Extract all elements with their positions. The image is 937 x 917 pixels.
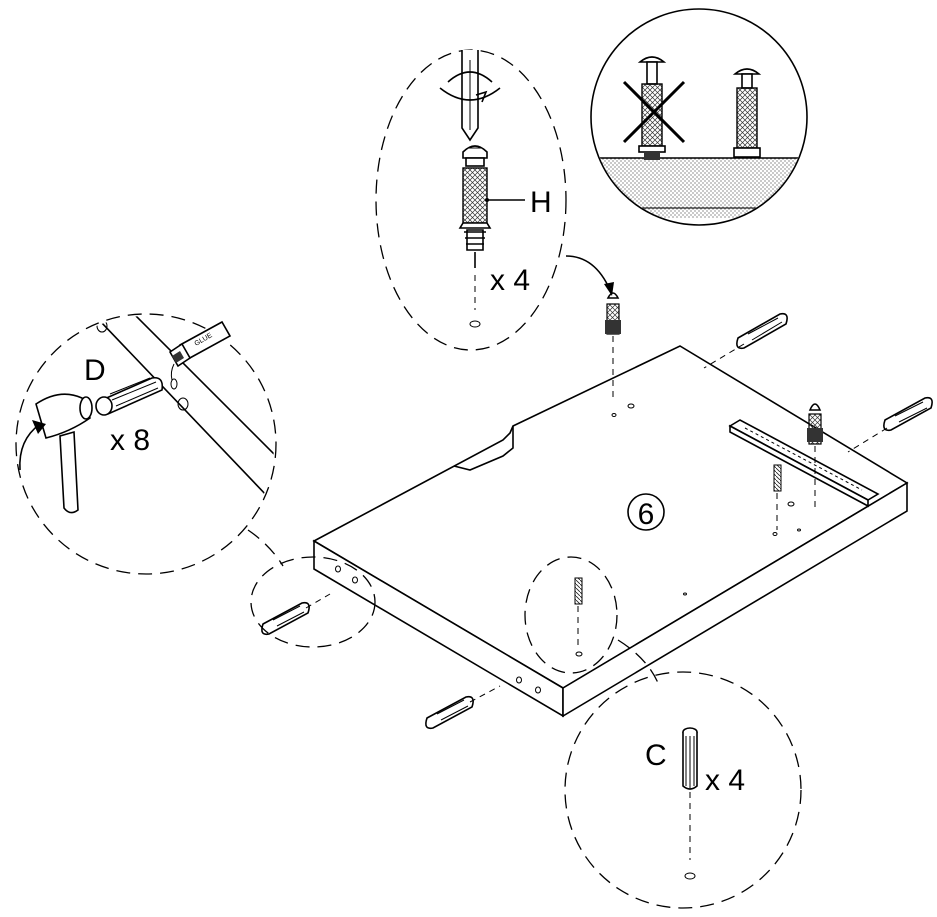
drawer-slide-rail bbox=[728, 419, 880, 508]
dowel-d-back-left bbox=[703, 312, 788, 369]
screwdriver-icon bbox=[439, 50, 501, 142]
detail-h-callout: H x 4 bbox=[375, 49, 614, 351]
dowel-d-back-right bbox=[847, 396, 933, 453]
label-c: C bbox=[645, 739, 667, 772]
dowel-c-detail bbox=[682, 727, 698, 880]
detail-correct-wrong-callout bbox=[590, 8, 808, 226]
hammer-icon bbox=[19, 393, 93, 514]
wrong-cross-icon bbox=[622, 80, 686, 144]
detail-zone-center bbox=[524, 556, 618, 674]
dowel-c-center bbox=[574, 577, 583, 657]
quantity-d: x 8 bbox=[110, 424, 150, 457]
dowel-c-on-board bbox=[773, 464, 782, 530]
label-h: H bbox=[530, 186, 552, 219]
detail-c-callout: C x 4 bbox=[564, 639, 802, 909]
step-number-badge: 6 bbox=[627, 493, 665, 531]
quantity-h: x 4 bbox=[490, 264, 530, 297]
cam-bolt-right bbox=[807, 403, 823, 510]
label-d: D bbox=[84, 354, 106, 387]
quantity-c: x 4 bbox=[705, 764, 745, 797]
board-panel bbox=[312, 345, 909, 718]
dowel-d-front-left bbox=[261, 593, 331, 636]
detail-zone-front-left bbox=[250, 556, 376, 648]
step-number: 6 bbox=[638, 498, 655, 531]
glue-bottle-icon: GLUE bbox=[168, 320, 232, 390]
dowel-d-front-right bbox=[425, 685, 501, 730]
cam-bolt-left bbox=[605, 292, 621, 398]
detail-d-callout: GLUE D x 8 bbox=[15, 313, 284, 575]
